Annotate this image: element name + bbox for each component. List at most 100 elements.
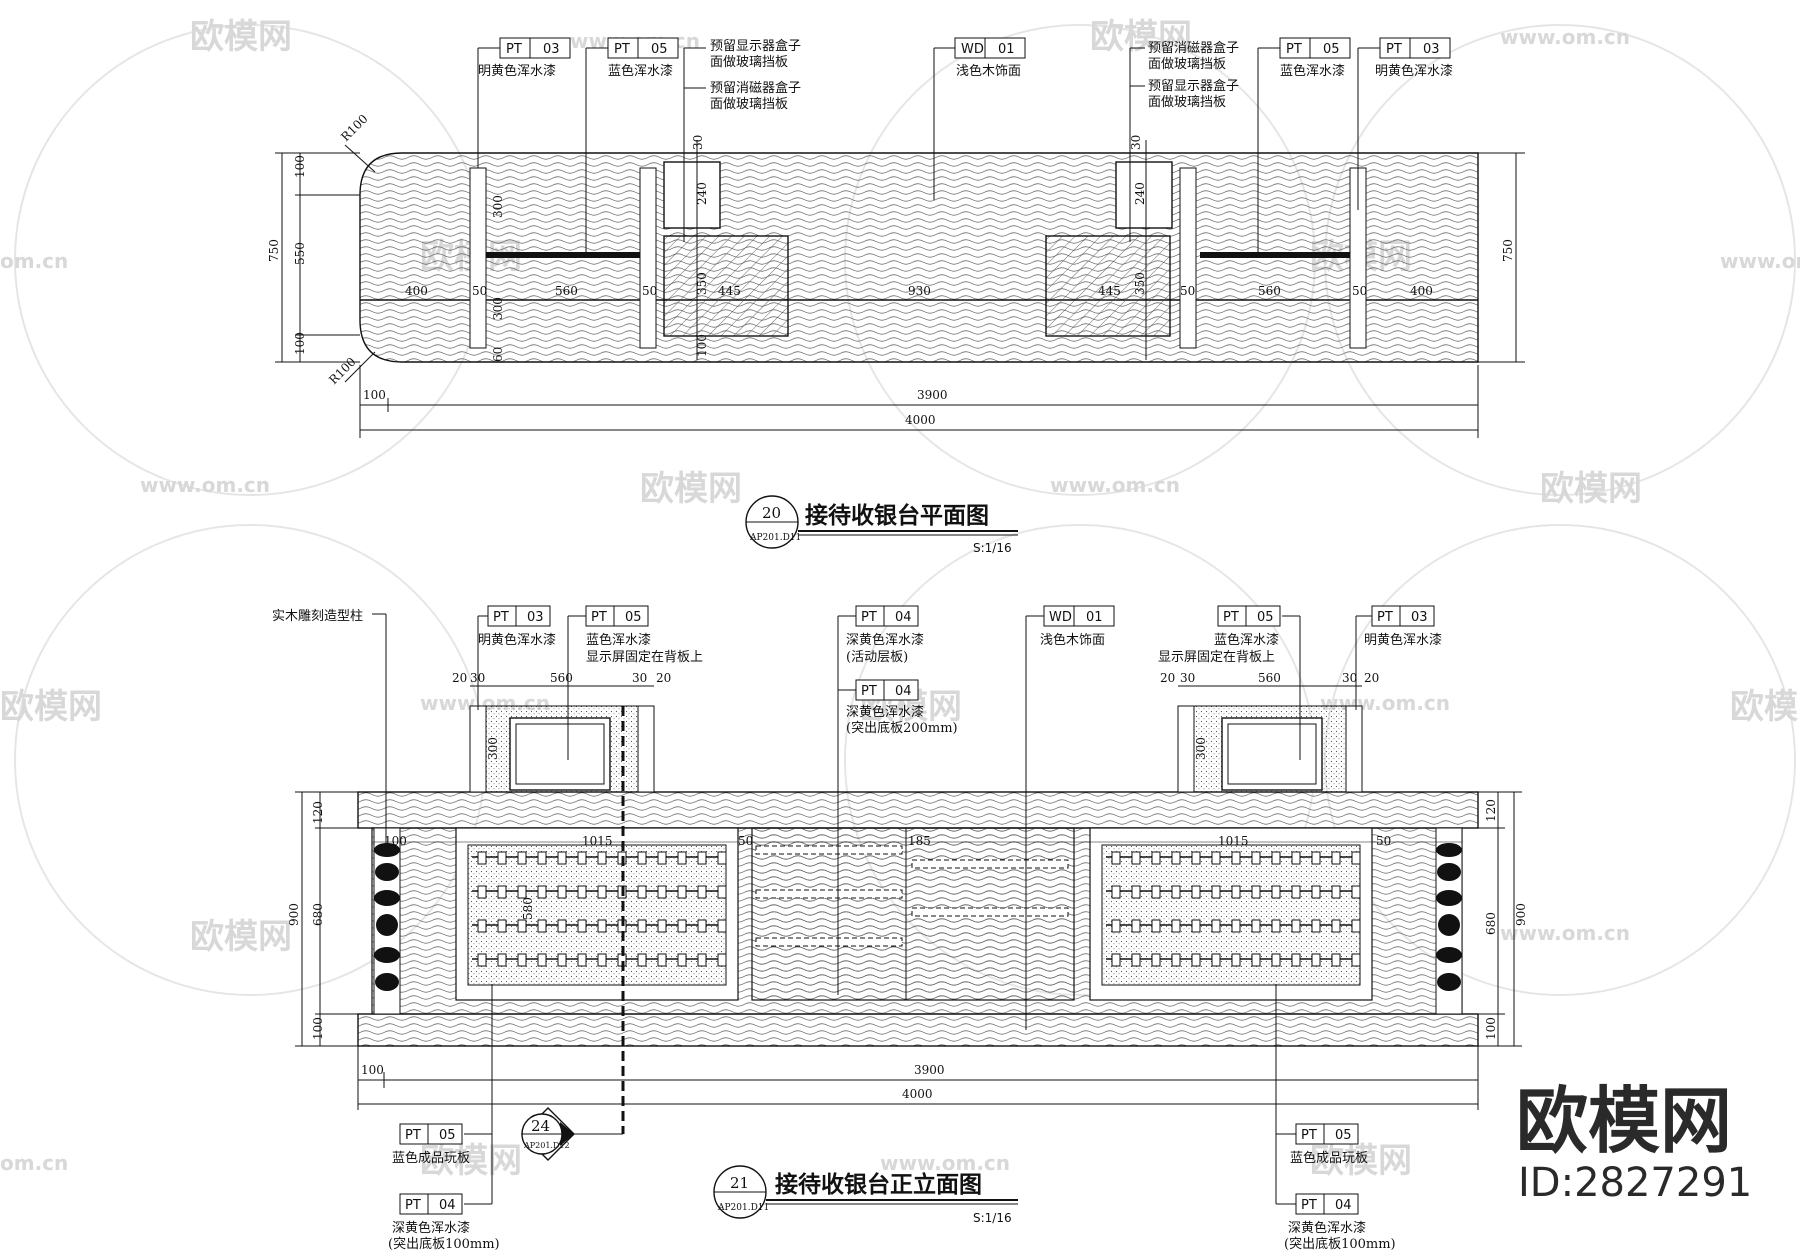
material-tag-pt03 xyxy=(1371,605,1435,627)
dim-label: 20 xyxy=(452,671,467,685)
tag-code: PT xyxy=(1301,1128,1317,1143)
peg xyxy=(1131,953,1141,967)
plan-post xyxy=(469,167,487,349)
peg xyxy=(1151,885,1161,899)
peg xyxy=(637,953,647,967)
peg xyxy=(697,919,707,933)
peg xyxy=(597,953,607,967)
peg xyxy=(657,851,667,865)
dim-label: 300 xyxy=(1194,737,1208,760)
watermark-brand: 欧模网 xyxy=(1730,687,1800,727)
elevation-scale: S:1/16 xyxy=(973,1211,1012,1225)
material-tag-pt05 xyxy=(1279,37,1351,59)
monitor-side xyxy=(1177,705,1195,793)
peg xyxy=(1191,919,1201,933)
dim-label: 30 xyxy=(1180,671,1195,685)
plan-monitor-box xyxy=(663,235,789,337)
brand-logo-id: ID:2827291 xyxy=(1518,1160,1752,1206)
watermark-url: www.om.cn xyxy=(1500,25,1630,49)
peg xyxy=(557,953,567,967)
peg xyxy=(1231,851,1241,865)
peg xyxy=(677,885,687,899)
tag-code: PT xyxy=(405,1198,421,1213)
peg xyxy=(517,885,527,899)
ref-number: 20 xyxy=(762,504,781,522)
dim-label: 3900 xyxy=(914,1063,945,1077)
dim-label: 185 xyxy=(908,834,931,848)
material-tag-wd01 xyxy=(1043,605,1115,627)
tag-code: PT xyxy=(1386,42,1402,57)
tag-number: 05 xyxy=(1257,610,1274,625)
tag-number: 03 xyxy=(527,610,544,625)
dim-label: 100 xyxy=(384,834,407,848)
material-desc: 蓝色浑水漆 xyxy=(1214,632,1279,648)
material-tag-pt03 xyxy=(499,37,571,59)
tag-number: 05 xyxy=(625,610,642,625)
section-arrow xyxy=(560,1122,574,1146)
peg xyxy=(577,953,587,967)
peg xyxy=(577,885,587,899)
peg xyxy=(1231,885,1241,899)
dim-label: 400 xyxy=(405,284,428,298)
tag-number: 01 xyxy=(1086,610,1103,625)
column-note: 实木雕刻造型柱 xyxy=(272,609,363,624)
peg xyxy=(1331,885,1341,899)
tag-number: 01 xyxy=(998,42,1015,57)
peg xyxy=(1131,851,1141,865)
dim-label: 580 xyxy=(521,897,535,920)
material-tag-pt05 xyxy=(399,1123,463,1145)
tag-number: 04 xyxy=(439,1198,456,1213)
material-note: (突出底板100mm) xyxy=(388,1236,500,1252)
material-note: 显示屏固定在背板上 xyxy=(586,650,703,665)
peg xyxy=(1191,885,1201,899)
dim-label: 750 xyxy=(1501,239,1515,262)
peg xyxy=(1251,885,1261,899)
dim-label: 750 xyxy=(267,239,281,262)
dim-label: 560 xyxy=(1258,671,1281,685)
material-tag-pt04 xyxy=(855,605,919,627)
tag-code: WD xyxy=(961,42,984,57)
peg xyxy=(537,885,547,899)
dim-label: 50 xyxy=(1352,284,1367,298)
dim-label: 1015 xyxy=(1218,834,1249,848)
material-desc: 蓝色浑水漆 xyxy=(1280,63,1345,79)
material-tag-pt05 xyxy=(585,605,649,627)
material-desc: 明黄色浑水漆 xyxy=(1364,632,1442,648)
tag-code: PT xyxy=(861,610,877,625)
tag-number: 04 xyxy=(895,610,912,625)
elev-countertop xyxy=(357,791,1479,829)
dim-label: 20 xyxy=(1160,671,1175,685)
peg xyxy=(1111,919,1121,933)
peg xyxy=(1271,851,1281,865)
tag-number: 05 xyxy=(1323,42,1340,57)
tag-code: WD xyxy=(1049,610,1072,625)
peg xyxy=(1191,953,1201,967)
note-text: 预留消磁器盒子 xyxy=(710,80,801,96)
tag-code: PT xyxy=(1286,42,1302,57)
peg xyxy=(497,919,507,933)
dim-label: 930 xyxy=(908,284,931,298)
material-desc: 深黄色浑水漆 xyxy=(846,704,924,720)
dim-label: 30 xyxy=(632,671,647,685)
material-tag-pt04 xyxy=(399,1193,463,1215)
dim-label: 240 xyxy=(1133,182,1147,205)
peg xyxy=(637,919,647,933)
watermark-brand: 欧模网 xyxy=(0,687,102,727)
watermark-brand: 欧模网 xyxy=(1310,1141,1412,1181)
note-text: 面做玻璃挡板 xyxy=(1148,95,1226,110)
peg xyxy=(1291,953,1301,967)
watermark-brand: 欧模网 xyxy=(1090,17,1192,57)
peg xyxy=(1231,953,1241,967)
dim-label: 240 xyxy=(695,182,709,205)
peg xyxy=(1251,919,1261,933)
peg xyxy=(1351,919,1361,933)
peg xyxy=(1251,953,1261,967)
dim-label: 20 xyxy=(656,671,671,685)
material-tag-pt03 xyxy=(1379,37,1451,59)
peg xyxy=(577,919,587,933)
dim-label: 120 xyxy=(311,801,325,824)
dim-label: 4000 xyxy=(902,1087,933,1101)
watermark-brand: 欧模网 xyxy=(420,1141,522,1181)
peg xyxy=(557,851,567,865)
tag-number: 05 xyxy=(651,42,668,57)
